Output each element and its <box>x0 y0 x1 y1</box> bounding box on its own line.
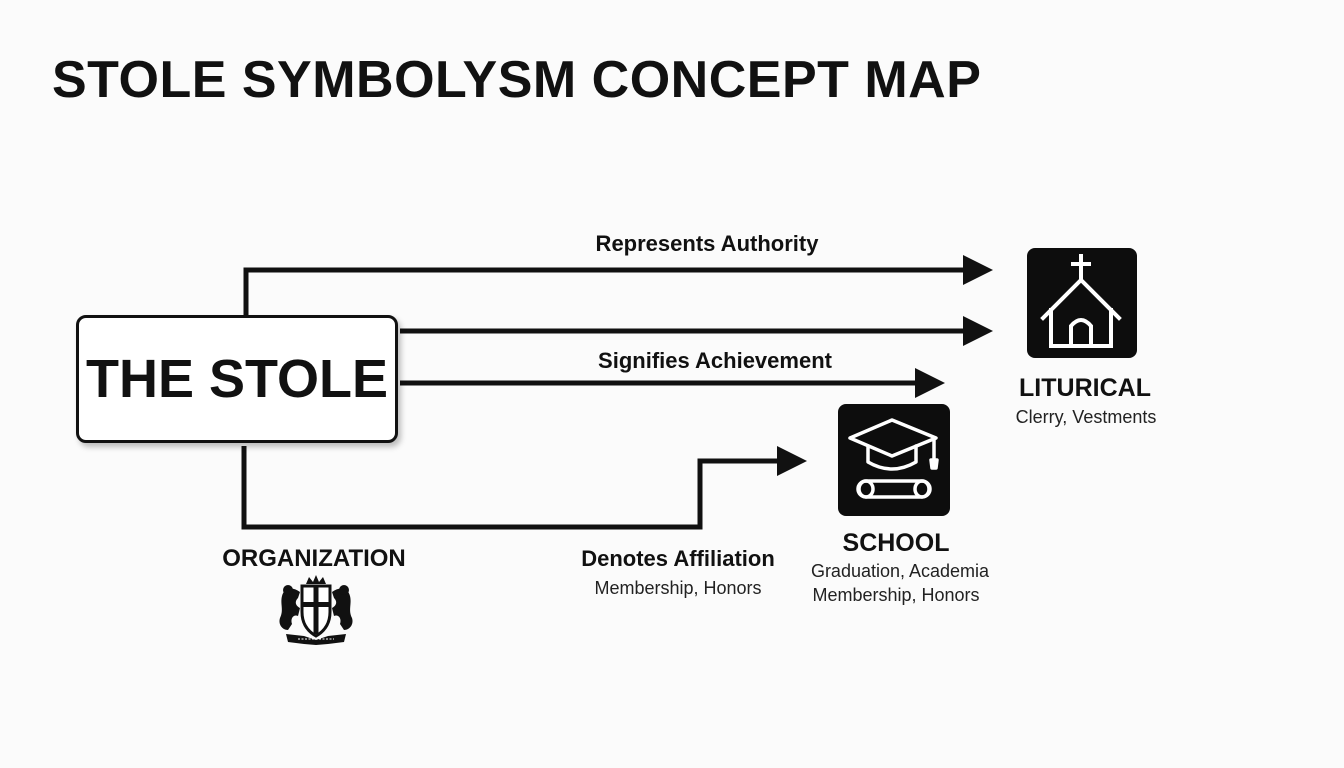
center-node-the-stole: THE STOLE <box>76 315 398 443</box>
edge-sublabel-affiliation: Membership, Honors <box>594 578 762 598</box>
arrow-authority <box>243 255 993 317</box>
school-title: SCHOOL <box>842 529 950 557</box>
edge-label-affiliation: Denotes Affiliation <box>581 546 775 571</box>
arrow-affiliation <box>241 446 807 530</box>
liturgical-subtitle: Clerry, Vestments <box>1015 407 1157 427</box>
church-icon <box>1040 254 1122 348</box>
heraldic-crest-icon <box>279 575 353 645</box>
liturgical-tile <box>1027 248 1137 358</box>
center-node-label: THE STOLE <box>85 349 389 409</box>
school-subtitle-2: Membership, Honors <box>812 585 980 605</box>
page-title: STOLE SYMBOLYSM CONCEPT MAP <box>52 51 982 109</box>
edge-label-achievement: Signifies Achievement <box>598 348 832 373</box>
school-subtitle-1: Graduation, Academia <box>810 561 990 581</box>
liturgical-title: LITURICAL <box>1019 374 1151 402</box>
graduation-cap-diploma-icon <box>848 418 939 499</box>
organization-crest <box>274 574 358 646</box>
edge-label-authority: Represents Authority <box>595 231 819 256</box>
organization-title: ORGANIZATION <box>222 545 406 572</box>
school-tile <box>838 404 950 516</box>
